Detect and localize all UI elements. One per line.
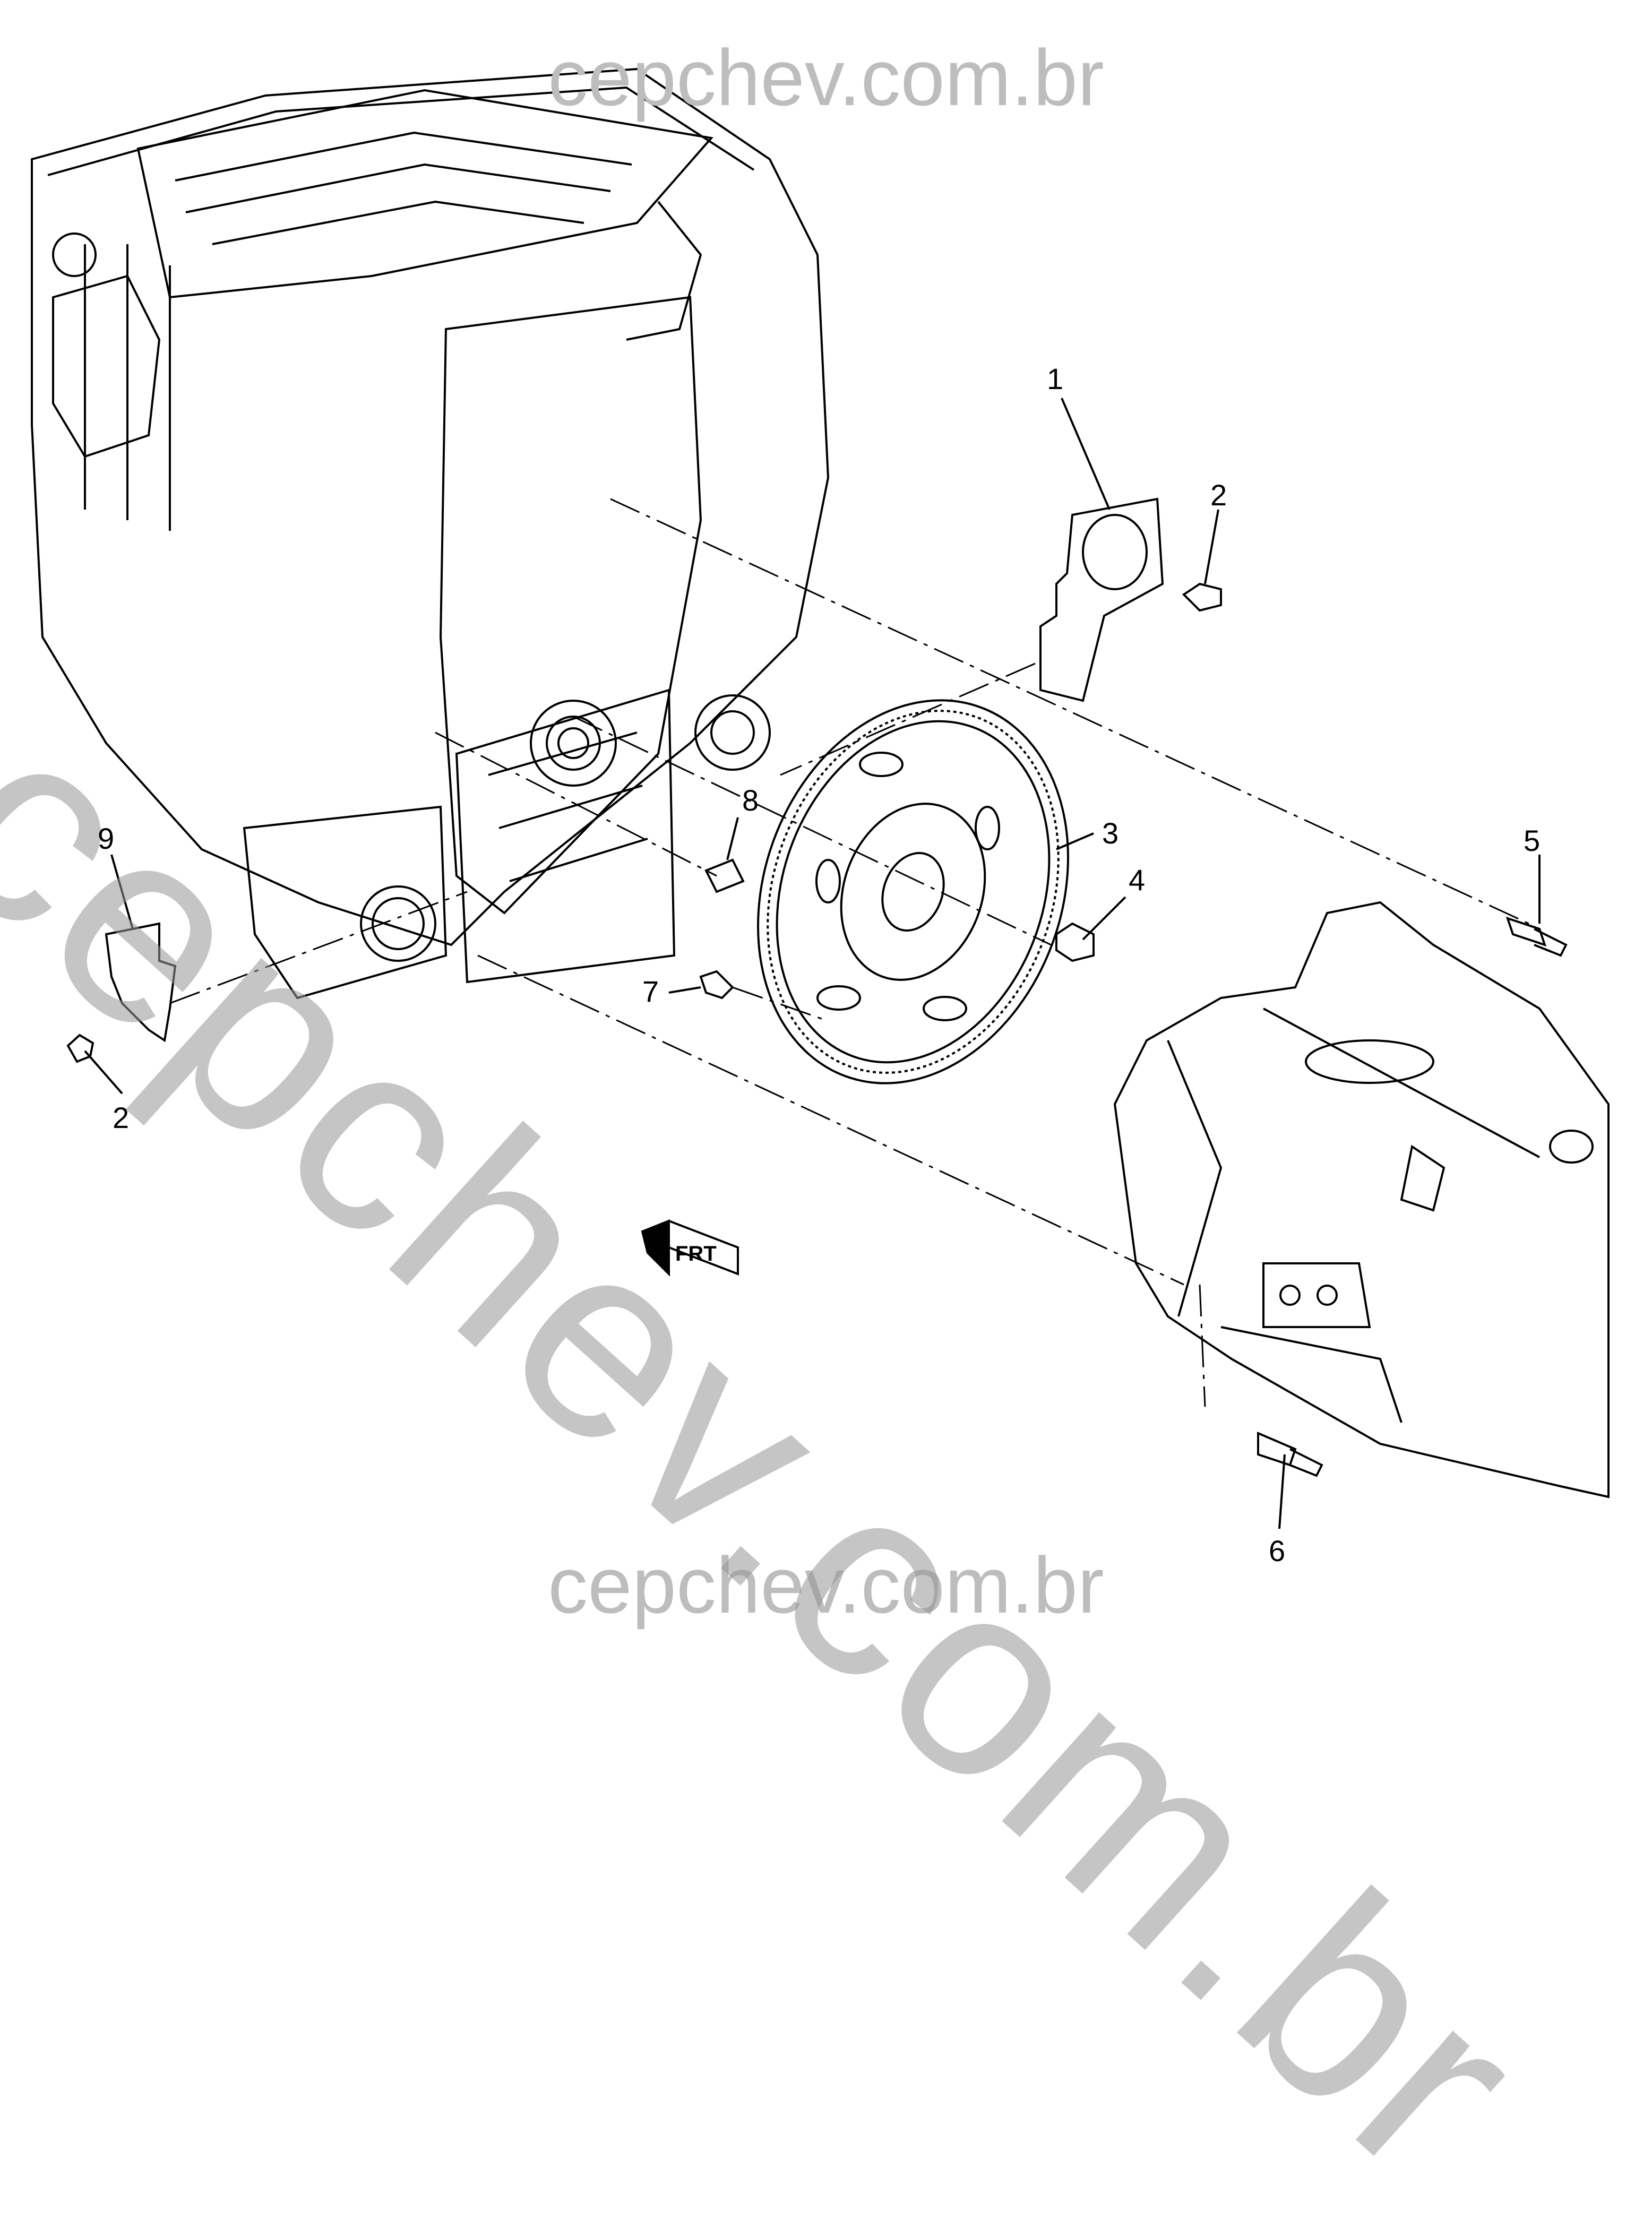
- alignment-lines: [169, 498, 1529, 1407]
- part-2-bolt-lower: [66, 1034, 94, 1063]
- part-2-bolt-upper: [1182, 582, 1222, 612]
- part-7-bolt: [699, 970, 734, 1000]
- callout-6: 6: [1269, 1534, 1286, 1568]
- watermark-bottom: cepchev.com.br: [548, 1540, 1104, 1630]
- frt-arrow-icon: [641, 1219, 739, 1277]
- callout-1: 1: [1047, 362, 1064, 395]
- callout-4: 4: [1129, 863, 1146, 897]
- watermark-top: cepchev.com.br: [548, 33, 1104, 122]
- callout-8: 8: [742, 783, 759, 817]
- callout-3: 3: [1102, 816, 1119, 850]
- callout-5: 5: [1524, 824, 1541, 857]
- leader-lines: [84, 398, 1541, 1529]
- transmission-housing: [1113, 901, 1610, 1499]
- frt-label: FRT: [675, 1242, 717, 1265]
- callout-2-lower: 2: [113, 1101, 130, 1134]
- part-9-lower-shield: [105, 922, 177, 1043]
- engine-block: [31, 67, 830, 1000]
- part-8-dowel: [704, 858, 745, 893]
- callout-2-upper: 2: [1210, 478, 1227, 512]
- callout-9: 9: [98, 822, 115, 855]
- exploded-parts-diagram: [31, 67, 1610, 1529]
- callout-7: 7: [642, 975, 659, 1008]
- part-4-bolt: [1055, 922, 1095, 962]
- part-5-stud: [1505, 916, 1568, 957]
- part-3-flywheel: [757, 699, 1069, 1084]
- part-1-shield-plate: [1039, 497, 1164, 702]
- part-6-stud: [1257, 1431, 1323, 1477]
